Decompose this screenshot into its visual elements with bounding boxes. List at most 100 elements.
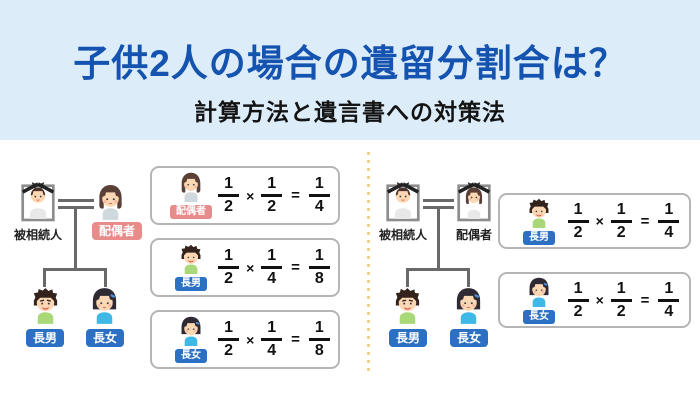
equals-sign: = [291, 259, 300, 276]
numerator: 1 [308, 319, 330, 341]
spouse-label: 配偶者 [455, 228, 492, 242]
calc-badge: 配偶者 [170, 205, 212, 219]
denominator: 2 [224, 342, 234, 359]
spouse-avatar-small [181, 172, 201, 202]
calc-person: 長女 [164, 316, 218, 363]
dotted-divider [367, 152, 370, 372]
page-subtitle: 計算方法と遺言書への対策法 [194, 99, 506, 125]
equals-sign: = [640, 212, 650, 230]
son-avatar [33, 288, 58, 324]
denominator: 2 [616, 302, 626, 320]
equals-sign: = [640, 291, 650, 309]
numerator: 1 [261, 319, 283, 341]
numerator: 1 [261, 247, 283, 269]
daughter-avatar [92, 288, 117, 324]
denominator: 4 [267, 342, 277, 359]
calc-badge: 長男 [523, 230, 555, 245]
daughter-drop-line [104, 268, 107, 287]
numerator: 1 [218, 247, 240, 269]
calc-badge: 長女 [523, 309, 555, 324]
sibling-rail [43, 268, 107, 271]
denominator: 8 [314, 342, 324, 359]
numerator: 1 [610, 280, 632, 302]
denominator: 8 [314, 270, 324, 287]
numerator: 1 [308, 247, 330, 269]
denominator: 2 [573, 302, 583, 320]
deceased-label: 被相続人 [378, 228, 427, 242]
equals-sign: = [291, 331, 300, 348]
deceased-label: 被相続人 [13, 228, 62, 242]
numerator: 1 [567, 201, 589, 223]
daughter-avatar-small [181, 316, 201, 346]
denominator: 2 [224, 198, 234, 215]
multiply-sign: × [246, 331, 255, 348]
deceased-portrait-icon [21, 182, 55, 222]
descent-line [437, 206, 440, 268]
multiply-sign: × [595, 292, 604, 308]
calc-person: 配偶者 [164, 172, 218, 219]
denominator: 2 [616, 223, 626, 241]
son-badge: 長男 [26, 329, 65, 347]
denominator: 2 [573, 223, 583, 241]
denominator: 4 [664, 302, 674, 320]
header-banner: 子供2人の場合の遺留分割合は？ 計算方法と遺言書への対策法 [0, 0, 700, 140]
daughter-avatar [456, 288, 481, 324]
calc-person: 長男 [164, 244, 218, 291]
calc-person: 長女 [512, 277, 566, 324]
son-avatar-small [181, 244, 201, 274]
son-drop-line [406, 268, 409, 287]
deceased-spouse-portrait-icon [457, 182, 491, 222]
numerator: 1 [567, 280, 589, 302]
daughter-badge: 長女 [86, 329, 125, 347]
multiply-sign: × [246, 259, 255, 276]
denominator: 4 [664, 223, 674, 241]
numerator: 1 [218, 319, 240, 341]
denominator: 4 [267, 270, 277, 287]
spouse-avatar [99, 185, 122, 220]
numerator: 1 [218, 175, 240, 197]
daughter-drop-line [467, 268, 470, 287]
calc-badge: 長男 [175, 277, 207, 291]
son-badge: 長男 [389, 329, 428, 347]
page-title: 子供2人の場合の遺留分割合は？ [73, 43, 627, 84]
daughter-badge: 長女 [450, 329, 489, 347]
multiply-sign: × [595, 213, 604, 229]
denominator: 2 [224, 270, 234, 287]
sibling-rail [406, 268, 470, 271]
numerator: 1 [610, 201, 632, 223]
numerator: 1 [658, 201, 680, 223]
denominator: 2 [267, 198, 277, 215]
numerator: 1 [261, 175, 283, 197]
son-avatar-small [529, 198, 549, 228]
calc-badge: 長女 [175, 349, 207, 363]
equals-sign: = [291, 187, 300, 204]
son-avatar [395, 288, 420, 324]
daughter-avatar-small [529, 277, 549, 307]
deceased-portrait-icon [386, 182, 420, 222]
